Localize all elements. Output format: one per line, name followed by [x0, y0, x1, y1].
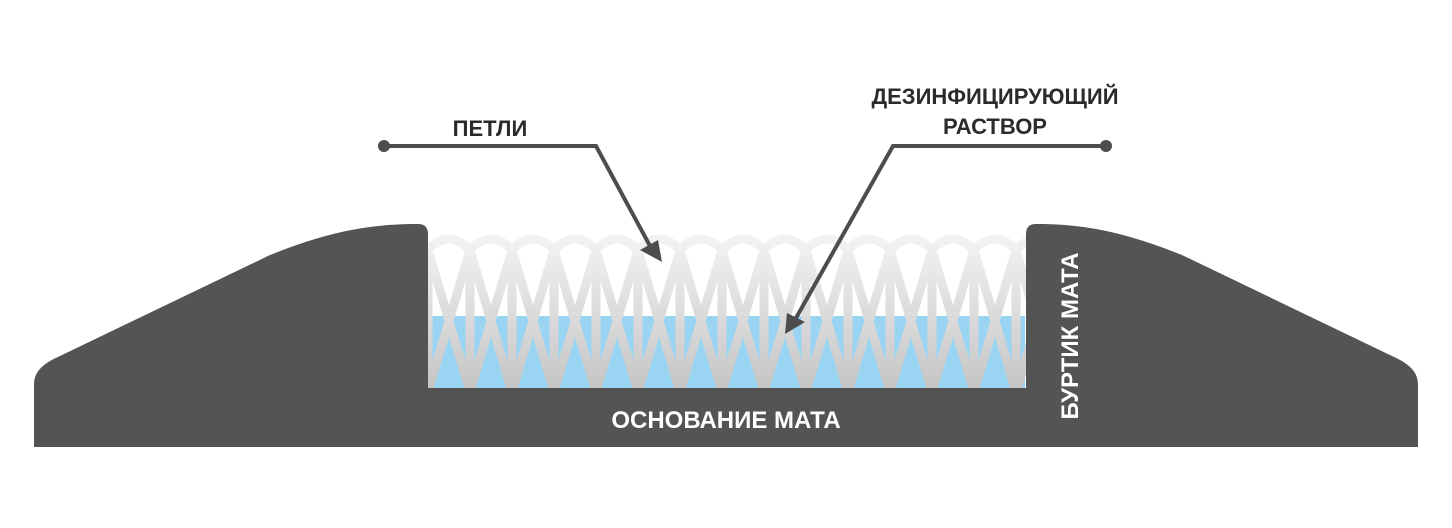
loops-label: ПЕТЛИ [453, 116, 528, 141]
mat-rim-label: БУРТИК МАТА [1057, 252, 1084, 419]
mat-body [34, 224, 1418, 447]
solution-label-line1: ДЕЗИНФИЦИРУЮЩИЙ [871, 84, 1118, 109]
solution-pointer [785, 140, 1112, 334]
mat-base-label: ОСНОВАНИЕ МАТА [611, 407, 840, 434]
loops-pointer [378, 140, 662, 262]
mat-loops [428, 234, 1026, 388]
solution-label-line2: РАСТВОР [943, 114, 1047, 139]
